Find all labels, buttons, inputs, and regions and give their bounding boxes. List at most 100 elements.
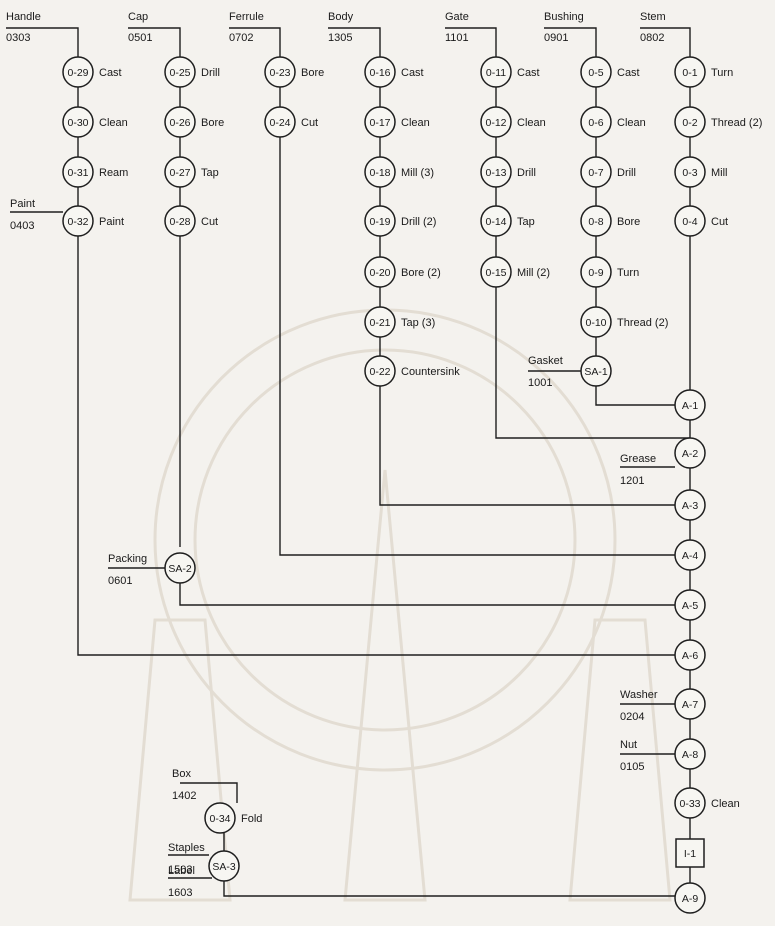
handle-part-name: Handle — [6, 11, 41, 23]
gate-part-name: Gate — [445, 11, 469, 23]
operation-0-33-label: Clean — [711, 798, 740, 810]
body-flow-line — [380, 87, 690, 505]
operation-0-6-id: 0-6 — [588, 117, 603, 129]
operation-0-19-id: 0-19 — [369, 216, 390, 228]
washer-part-number: 0204 — [620, 711, 644, 723]
operation-0-24-label: Cut — [301, 117, 318, 129]
operation-0-13-id: 0-13 — [485, 167, 506, 179]
operation-0-14-label: Tap — [517, 216, 535, 228]
operation-0-34-label: Fold — [241, 813, 262, 825]
operation-0-4-label: Cut — [711, 216, 728, 228]
box-part-name: Box — [172, 768, 191, 780]
operation-0-4-id: 0-4 — [682, 216, 697, 228]
gasket-part-number: 1001 — [528, 377, 552, 389]
ferrule-part-number: 0702 — [229, 32, 253, 44]
operation-0-3-label: Mill — [711, 167, 728, 179]
operation-0-21-id: 0-21 — [369, 317, 390, 329]
assembly-A-7-id: A-7 — [682, 699, 699, 711]
operation-0-34-id: 0-34 — [209, 813, 230, 825]
assembly-A-4-id: A-4 — [682, 550, 699, 562]
operation-0-13-label: Drill — [517, 167, 536, 179]
operation-0-26-id: 0-26 — [169, 117, 190, 129]
operation-0-1-label: Turn — [711, 67, 733, 79]
bushing-part-name: Bushing — [544, 11, 584, 23]
operation-0-30-id: 0-30 — [67, 117, 88, 129]
bushing-part-number: 0901 — [544, 32, 568, 44]
body-part-number: 1305 — [328, 32, 352, 44]
operation-0-15-id: 0-15 — [485, 267, 506, 279]
inspection-I-1-id: I-1 — [684, 848, 696, 860]
assembly-A-1-id: A-1 — [682, 400, 699, 412]
assembly-A-6-id: A-6 — [682, 650, 699, 662]
operation-0-7-id: 0-7 — [588, 167, 603, 179]
cap-part-name: Cap — [128, 11, 148, 23]
operation-0-29-label: Cast — [99, 67, 122, 79]
operation-0-22-label: Countersink — [401, 366, 460, 378]
operation-0-8-id: 0-8 — [588, 216, 603, 228]
operation-0-6-label: Clean — [617, 117, 646, 129]
operation-0-12-label: Clean — [517, 117, 546, 129]
operation-0-5-id: 0-5 — [588, 67, 603, 79]
subassembly-SA-2-id: SA-2 — [168, 563, 192, 575]
operation-0-32-id: 0-32 — [67, 216, 88, 228]
staples-part-name: Staples — [168, 842, 205, 854]
operation-0-28-label: Cut — [201, 216, 218, 228]
operation-0-5-label: Cast — [617, 67, 640, 79]
operation-0-18-id: 0-18 — [369, 167, 390, 179]
operation-0-15-label: Mill (2) — [517, 267, 550, 279]
operation-0-31-id: 0-31 — [67, 167, 88, 179]
operation-0-20-id: 0-20 — [369, 267, 390, 279]
grease-part-name: Grease — [620, 453, 656, 465]
operation-0-23-label: Bore — [301, 67, 324, 79]
operation-0-14-id: 0-14 — [485, 216, 506, 228]
operation-0-16-label: Cast — [401, 67, 424, 79]
operation-0-24-id: 0-24 — [269, 117, 290, 129]
grease-part-number: 1201 — [620, 475, 644, 487]
operation-0-16-id: 0-16 — [369, 67, 390, 79]
label-part-name: Label — [168, 865, 195, 877]
nut-part-number: 0105 — [620, 761, 644, 773]
box-part-number: 1402 — [172, 790, 196, 802]
operation-0-11-id: 0-11 — [486, 67, 506, 79]
paint-part-name: Paint — [10, 198, 35, 210]
paint-part-number: 0403 — [10, 220, 34, 232]
operation-0-32-label: Paint — [99, 216, 124, 228]
operation-0-3-id: 0-3 — [682, 167, 697, 179]
assembly-A-3-id: A-3 — [682, 500, 699, 512]
assembly-A-2-id: A-2 — [682, 448, 699, 460]
operation-0-9-label: Turn — [617, 267, 639, 279]
operation-0-25-label: Drill — [201, 67, 220, 79]
operation-0-7-label: Drill — [617, 167, 636, 179]
operation-0-12-id: 0-12 — [485, 117, 506, 129]
handle-part-number: 0303 — [6, 32, 30, 44]
nut-part-name: Nut — [620, 739, 637, 751]
subassembly-SA-1-id: SA-1 — [584, 366, 608, 378]
subassembly-SA-3-id: SA-3 — [212, 861, 236, 873]
ferrule-part-name: Ferrule — [229, 11, 264, 23]
assembly-A-5-id: A-5 — [682, 600, 699, 612]
label-part-number: 1603 — [168, 887, 192, 899]
operation-0-21-label: Tap (3) — [401, 317, 435, 329]
operation-0-30-label: Clean — [99, 117, 128, 129]
operation-0-8-label: Bore — [617, 216, 640, 228]
packing-part-number: 0601 — [108, 575, 132, 587]
operation-0-27-id: 0-27 — [169, 167, 190, 179]
operation-0-2-label: Thread (2) — [711, 117, 762, 129]
operation-0-29-id: 0-29 — [67, 67, 88, 79]
packing-part-name: Packing — [108, 553, 147, 565]
cap-part-number: 0501 — [128, 32, 152, 44]
assembly-A-8-id: A-8 — [682, 749, 699, 761]
operation-0-1-id: 0-1 — [682, 67, 697, 79]
operation-0-10-id: 0-10 — [585, 317, 606, 329]
operation-0-11-label: Cast — [517, 67, 540, 79]
operation-0-26-label: Bore — [201, 117, 224, 129]
body-part-name: Body — [328, 11, 354, 23]
operation-0-2-id: 0-2 — [682, 117, 697, 129]
operation-0-18-label: Mill (3) — [401, 167, 434, 179]
operation-0-22-id: 0-22 — [369, 366, 390, 378]
operation-0-10-label: Thread (2) — [617, 317, 668, 329]
operation-0-25-id: 0-25 — [169, 67, 190, 79]
stem-part-number: 0802 — [640, 32, 664, 44]
operation-0-20-label: Bore (2) — [401, 267, 441, 279]
